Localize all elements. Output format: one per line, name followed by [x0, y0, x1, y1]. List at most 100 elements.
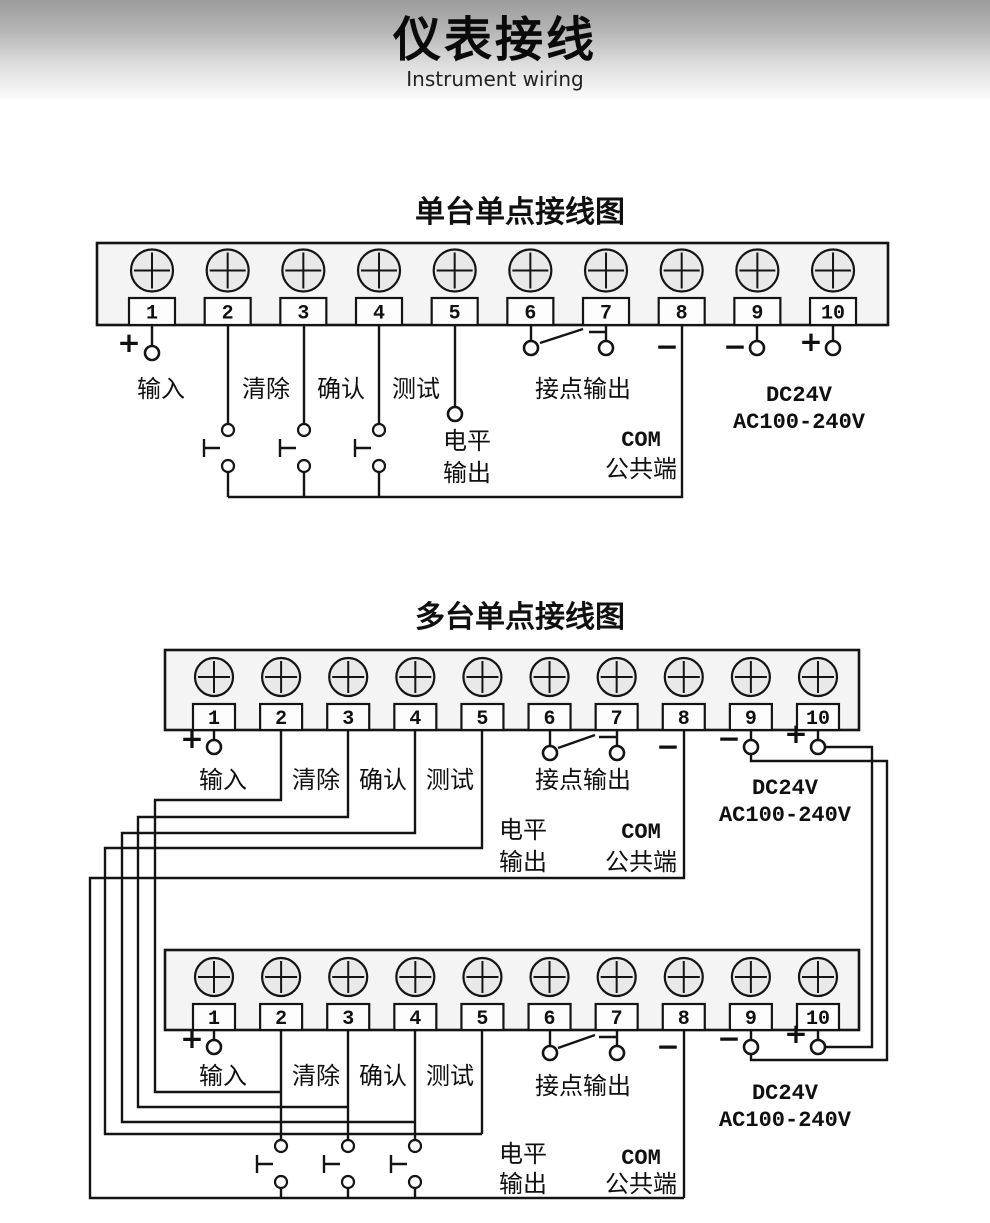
terminal-number: 4 [373, 303, 385, 326]
terminal-number: 9 [745, 1008, 757, 1031]
bus-level-output [103, 730, 484, 1136]
contact-dot [220, 458, 236, 474]
input-label-upper: 输入 [199, 766, 247, 794]
bus-clear [153, 730, 283, 1094]
bus-test [120, 730, 417, 1124]
page-subtitle: Instrument wiring [406, 66, 584, 91]
clear-label: 清除 [242, 375, 290, 403]
wire-power-upper [749, 730, 820, 740]
contact-output-circle-a-lower [541, 1044, 559, 1062]
terminal-number-box [279, 296, 328, 327]
terminal-number: 6 [544, 1008, 556, 1031]
screw-slot-cross-icon [332, 661, 365, 693]
terminal-number: 1 [208, 1008, 220, 1031]
diagram-multi-title: 多台单点接线图 [415, 600, 625, 635]
screw-slot-cross-icon [801, 661, 834, 693]
level-output-label-1-lower: 电平 [499, 1140, 547, 1168]
minus-sign: − [656, 730, 679, 763]
button-actuator [278, 439, 296, 457]
terminal-number-box [661, 1002, 706, 1032]
input-terminal-circle-lower [205, 1038, 223, 1056]
screw-slot-cross-icon [734, 961, 767, 993]
plus-sign: + [784, 717, 807, 750]
level-output-label-2-lower: 输出 [499, 1170, 547, 1198]
button-actuator [255, 1155, 273, 1173]
screw-slot-cross-icon [265, 661, 298, 693]
button-actuator [353, 439, 371, 457]
terminal-number: 2 [275, 708, 287, 731]
screw-slot-cross-icon [512, 252, 549, 289]
screw-slot-cross-icon [600, 961, 633, 993]
contact-output-circle-b-lower [608, 1044, 626, 1062]
screw-slot-cross-icon [466, 661, 499, 693]
test-label-lower: 测试 [426, 1062, 474, 1090]
terminal-number-box [354, 296, 404, 327]
contact-dot [371, 458, 387, 474]
com-label-1-upper: COM [621, 820, 661, 845]
minus-sign: − [655, 330, 678, 363]
contact-dot [407, 1174, 423, 1190]
relay-contact-icon [557, 733, 616, 750]
screw-slot-cross-icon [209, 252, 246, 289]
screw-slot-cross-icon [399, 661, 432, 693]
terminal-number-box [795, 702, 841, 732]
terminal-number: 4 [409, 1008, 421, 1031]
com-label-2-lower: 公共端 [605, 1170, 677, 1198]
wire-com-bus [228, 325, 684, 499]
terminal-number: 3 [297, 303, 309, 326]
level-output-terminal-circle [446, 405, 464, 423]
level-output-label-1-upper: 电平 [499, 816, 547, 844]
contact-output-circle-a-upper [541, 744, 559, 762]
terminal-number: 5 [449, 303, 461, 326]
confirm-label: 确认 [317, 375, 365, 403]
power-terminal-circle-neg-upper [742, 738, 760, 756]
minus-sign: − [656, 1030, 679, 1063]
wire-contact-output [529, 325, 608, 341]
terminal-number: 2 [222, 303, 234, 326]
diagram-single-title: 单台单点接线图 [415, 195, 625, 230]
screw-slot-cross-icon [533, 961, 566, 993]
terminal-number: 7 [611, 708, 623, 731]
terminal-number: 9 [745, 708, 757, 731]
test-label: 测试 [392, 375, 440, 403]
level-output-label-2-upper: 输出 [499, 848, 547, 876]
screw-slot-cross-icon [588, 252, 625, 289]
test-label-upper: 测试 [426, 766, 474, 794]
input-label-lower: 输入 [199, 1062, 247, 1090]
power-label-1-upper: DC24V [752, 776, 819, 801]
contact-output-label: 接点输出 [535, 375, 631, 403]
terminal-number-box [259, 702, 304, 732]
screw-slot-cross-icon [332, 961, 365, 993]
terminal-number: 10 [806, 708, 830, 731]
page-title: 仪表接线 [392, 12, 597, 68]
screw-slot-cross-icon [533, 661, 566, 693]
power-label-1: DC24V [766, 383, 833, 408]
push-button-test-icon [389, 1138, 423, 1190]
level-output-label-1: 电平 [443, 427, 491, 455]
terminal-number-box [430, 296, 479, 327]
terminal-number: 2 [275, 1008, 287, 1031]
terminal-number-box [460, 1002, 505, 1032]
terminal-number-box [581, 296, 631, 327]
button-actuator [202, 439, 220, 457]
power-label-2-upper: AC100-240V [719, 803, 852, 828]
wire-contact-output-lower [548, 1030, 619, 1046]
terminal-number: 3 [342, 708, 354, 731]
minus-sign: − [717, 722, 740, 755]
terminal-number-box [259, 1002, 304, 1032]
plus-sign: + [117, 326, 140, 359]
contact-output-label-upper: 接点输出 [535, 766, 631, 794]
input-label: 输入 [137, 375, 185, 403]
power-label-2: AC100-240V [733, 410, 866, 435]
relay-contact-icon [557, 1033, 616, 1050]
screw-slot-cross-icon [198, 961, 230, 993]
confirm-label-upper: 确认 [359, 766, 407, 794]
power-terminal-circle-neg-lower [742, 1038, 760, 1056]
screw-slot-cross-icon [815, 252, 852, 289]
terminal-number: 1 [208, 708, 220, 731]
